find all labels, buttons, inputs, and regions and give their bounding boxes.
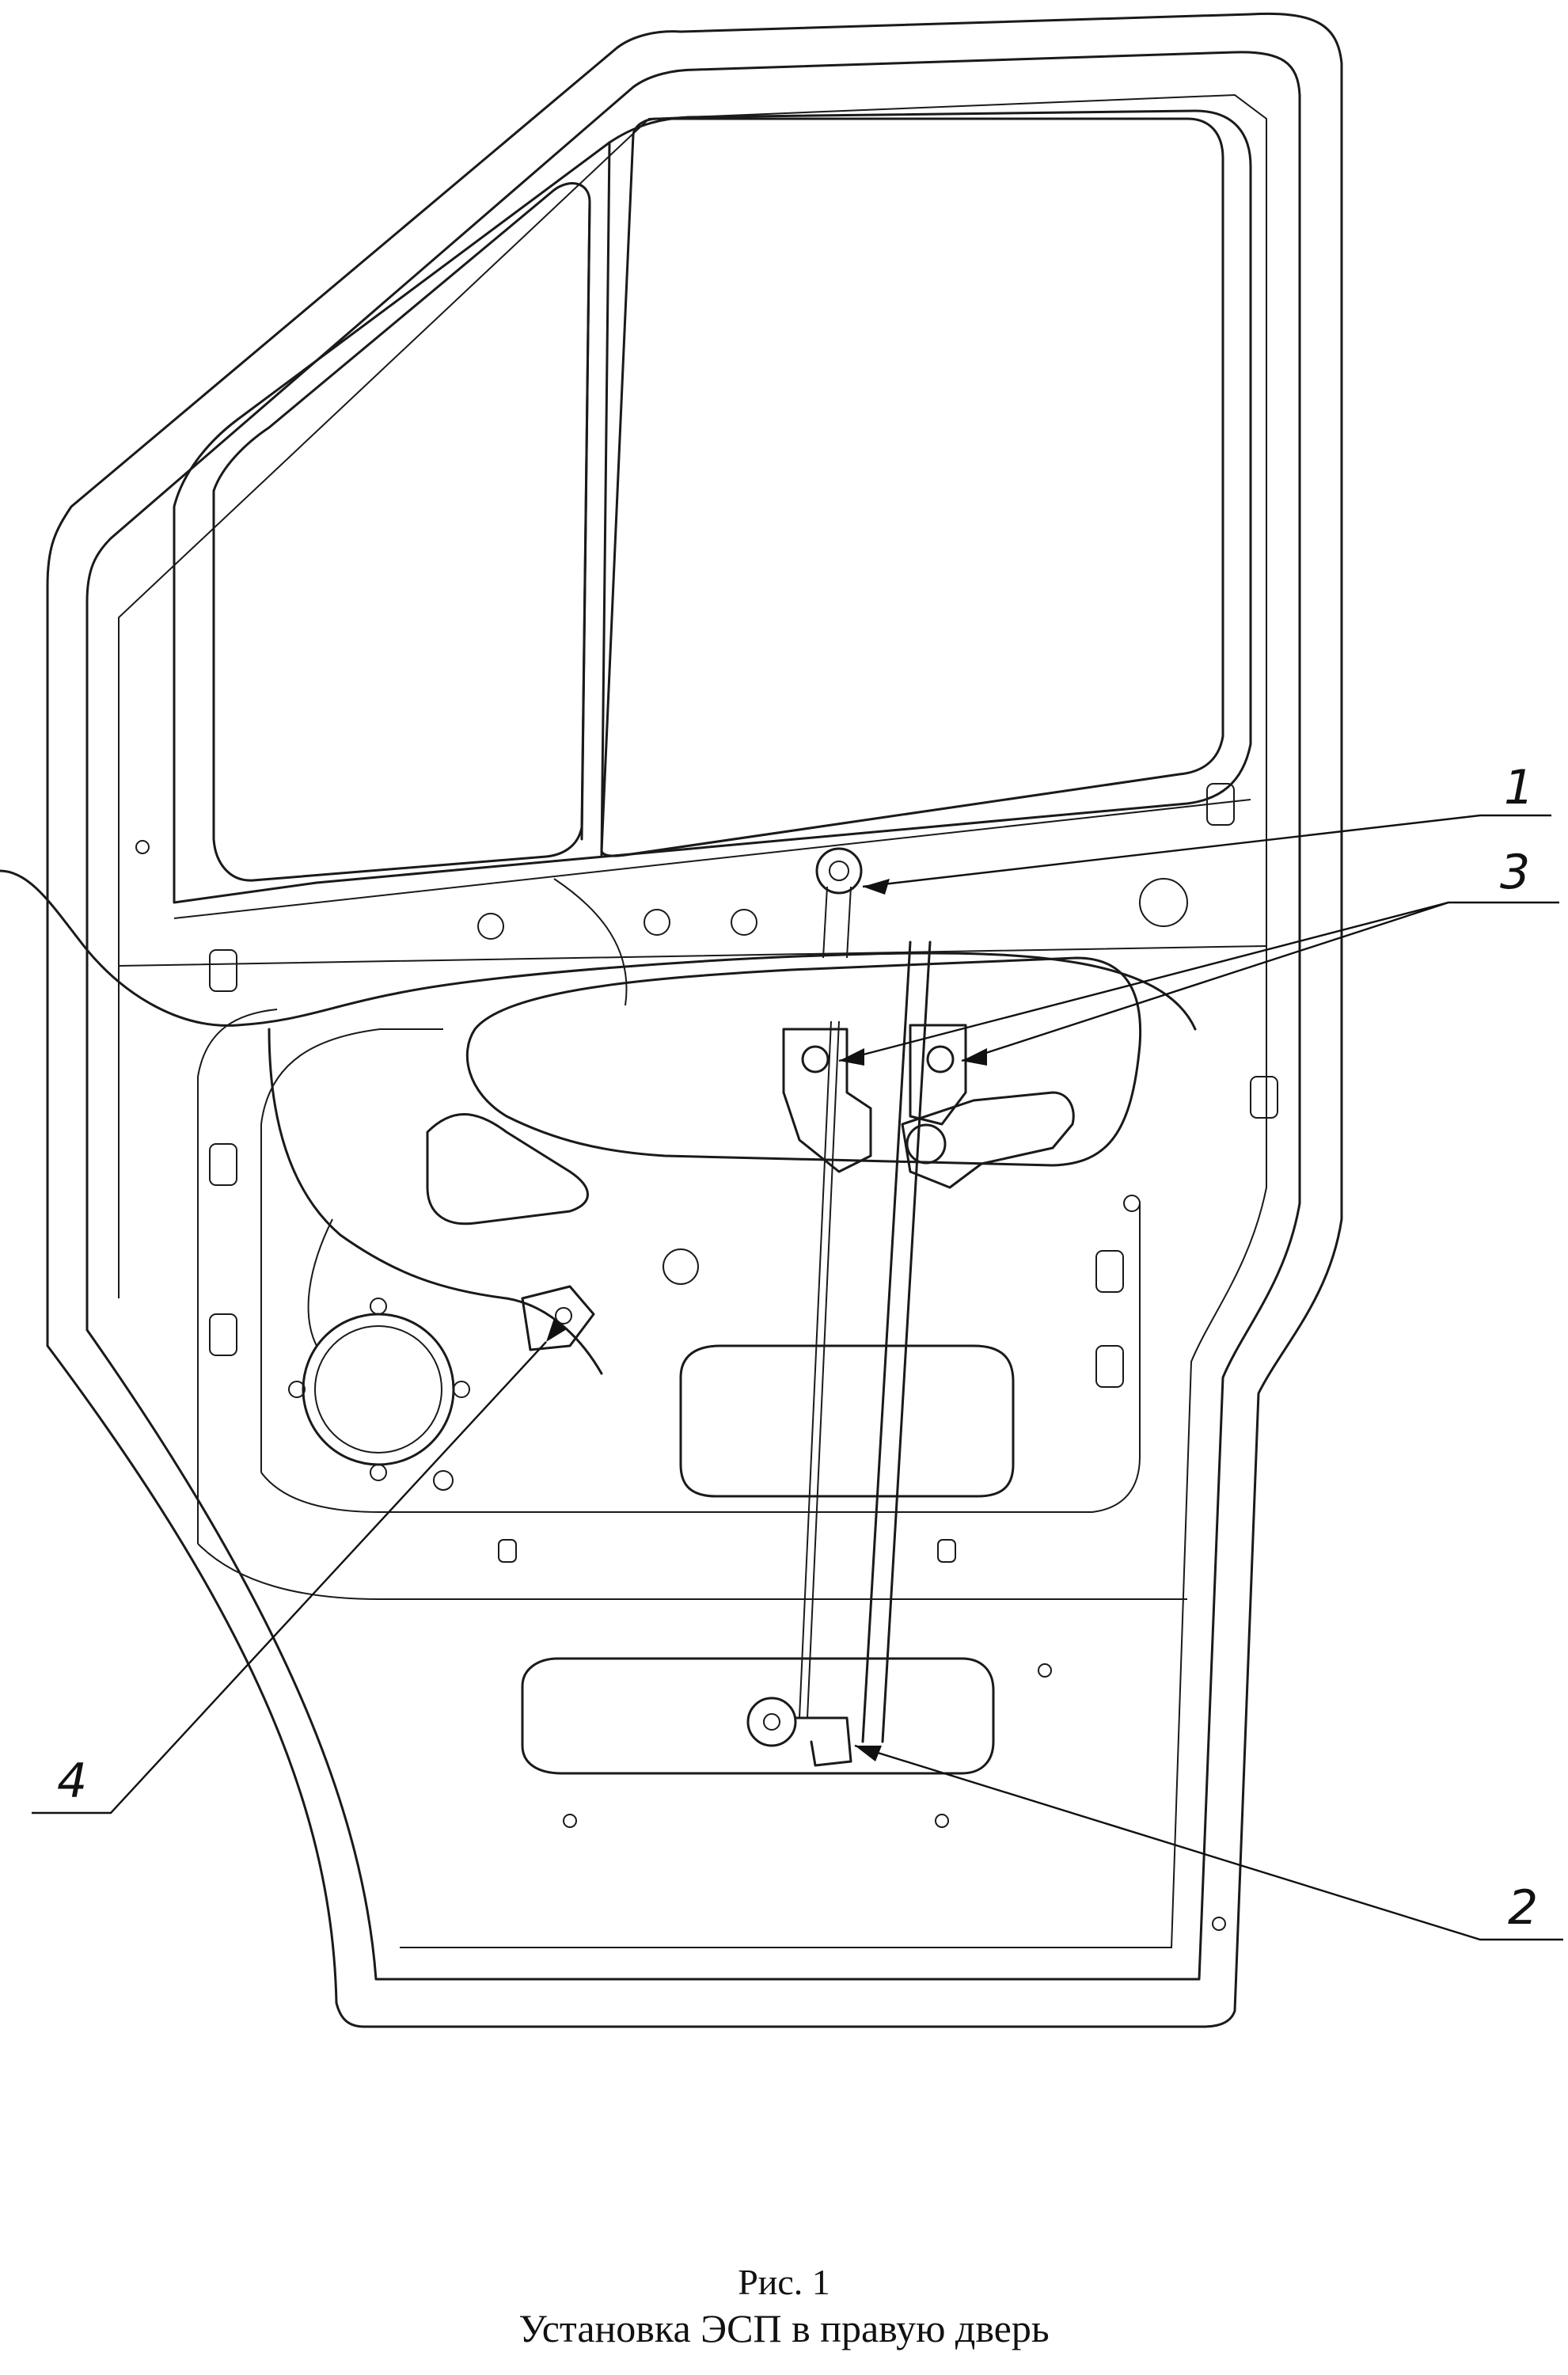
- upper-access-hole: [465, 956, 1142, 1167]
- carrier-fastener-left: [801, 1045, 830, 1074]
- speaker-outer: [302, 1313, 455, 1466]
- regulator-rail: [861, 940, 932, 1743]
- carrier-fastener-right: [926, 1045, 955, 1074]
- panel-holes: [135, 840, 1226, 1931]
- callout-1: 1: [1504, 760, 1534, 815]
- leader-4: [32, 1341, 547, 1814]
- panel-slots: [209, 783, 1278, 1563]
- upper-pulley: [815, 847, 863, 895]
- belt-line: [118, 799, 1267, 967]
- lower-pulley-bracket: [794, 1716, 852, 1767]
- callout-3: 3: [1500, 845, 1530, 900]
- upper-pulley-hub: [829, 861, 849, 881]
- lower-pulley: [746, 1697, 797, 1747]
- regulator-carrier-left: [782, 1028, 872, 1173]
- callout-4: 4: [57, 1754, 87, 1809]
- glass-divider-pillar: [580, 141, 611, 857]
- leader-1: [862, 814, 1551, 888]
- upper-pulley-bracket: [822, 886, 852, 959]
- triangular-bracket: [426, 1113, 589, 1226]
- speaker-screw-right: [453, 1381, 470, 1398]
- window-frame: [173, 109, 1252, 904]
- regulator-carrier-right: [909, 1024, 967, 1126]
- harness-connector: [521, 1285, 595, 1351]
- wiring-harness: [0, 869, 1197, 1375]
- harness-branch: [307, 878, 628, 1347]
- motor-gear: [905, 1123, 947, 1165]
- lower-access-hole: [679, 1344, 1015, 1498]
- main-glass: [600, 117, 1224, 857]
- connector-bolt: [555, 1307, 572, 1324]
- door-frame-line: [118, 93, 1267, 1948]
- panel-stamping-outer: [197, 1009, 1187, 1600]
- figure-title: Установка ЭСП в правую дверь: [518, 2306, 1050, 2350]
- panel-stamping-inner: [260, 1028, 1141, 1513]
- leader-3b: [961, 901, 1449, 1062]
- bottom-access-hole: [521, 1657, 995, 1775]
- speaker-screw-bottom: [370, 1464, 387, 1481]
- regulator-motor: [901, 1091, 1075, 1189]
- lower-pulley-hub: [763, 1713, 780, 1731]
- callout-2: 2: [1508, 1880, 1538, 1936]
- door-outer-contour: [46, 12, 1343, 2028]
- speaker-inner: [314, 1325, 442, 1454]
- figure-number: Рис. 1: [738, 2262, 830, 2302]
- door-inner-contour: [85, 51, 1301, 1981]
- regulator-cable: [799, 1020, 840, 1719]
- leader-2: [854, 1744, 1563, 1941]
- speaker-screw-left: [288, 1381, 306, 1398]
- speaker-screw-top: [370, 1298, 387, 1315]
- leader-arrowheads: [546, 879, 987, 1761]
- leader-3a: [838, 901, 1559, 1062]
